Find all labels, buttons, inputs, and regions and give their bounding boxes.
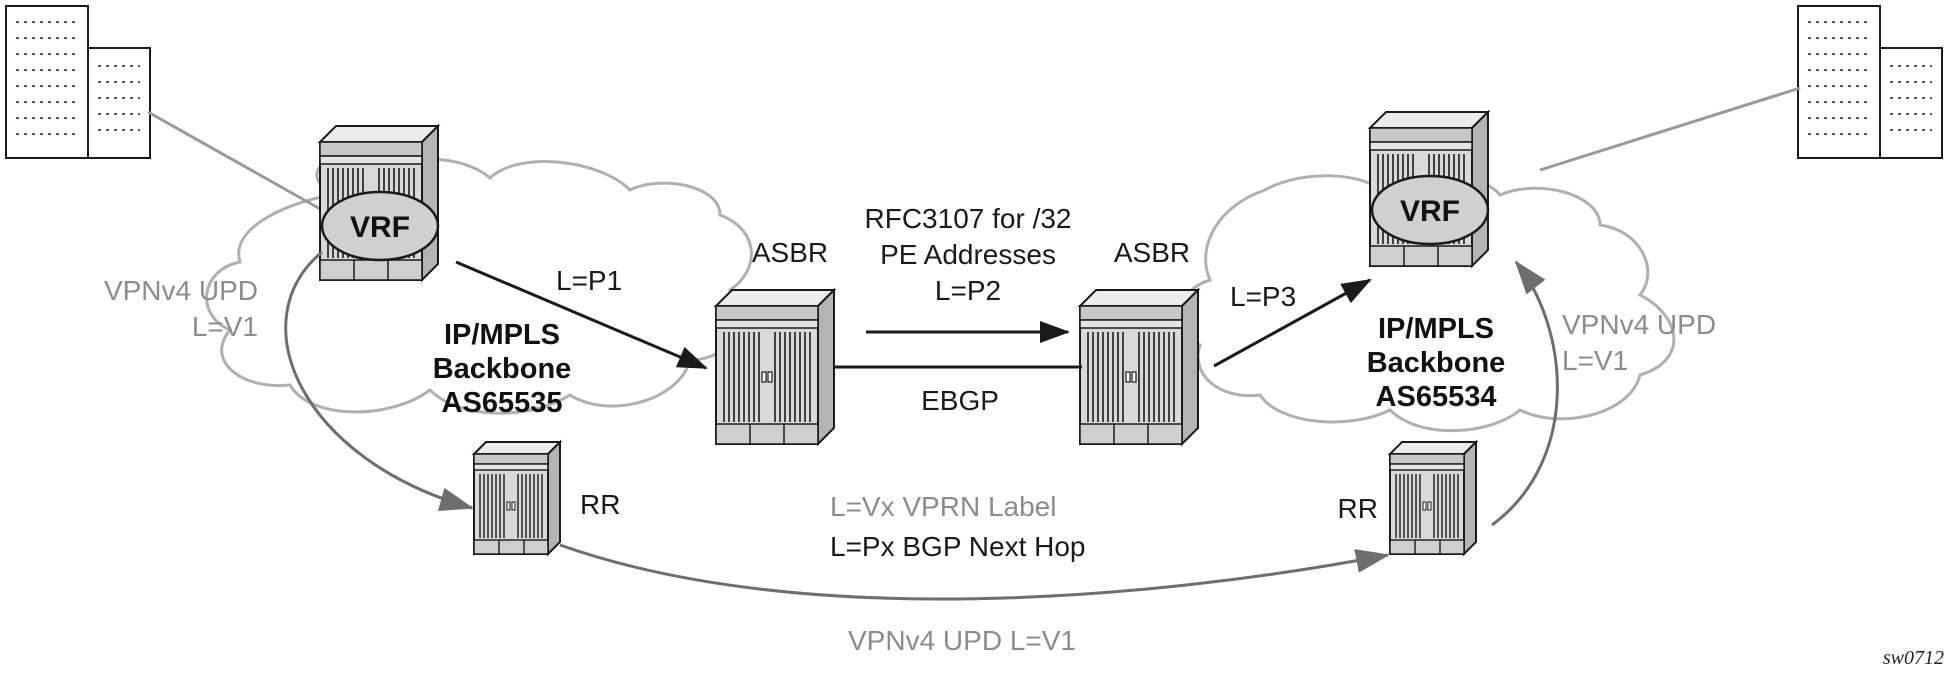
left-site-link bbox=[147, 110, 323, 212]
figure-id: sw0712 bbox=[1883, 647, 1944, 669]
pe-router-left-icon bbox=[319, 125, 440, 281]
vpnv4-bottom-curve bbox=[559, 543, 1390, 601]
customer-site-left-icon bbox=[5, 5, 151, 159]
rfc3107-line2: PE Addresses bbox=[880, 239, 1056, 270]
asbr-right-label: ASBR bbox=[1114, 237, 1190, 268]
label-p1-arrow bbox=[455, 260, 708, 370]
rr-left-icon bbox=[473, 441, 561, 555]
vpnv4-left-curve bbox=[284, 250, 474, 511]
vrf-label-right: VRF bbox=[1400, 195, 1460, 228]
right-backbone-line3: AS65534 bbox=[1376, 381, 1497, 413]
asbr-left-label: ASBR bbox=[752, 237, 828, 268]
asbr-right-icon bbox=[1079, 289, 1199, 445]
vrf-label-left: VRF bbox=[350, 211, 410, 244]
right-site-link bbox=[1539, 86, 1801, 172]
vpnv4-right-curve bbox=[1491, 260, 1559, 527]
label-p1: L=P1 bbox=[556, 265, 622, 296]
rr-right-icon bbox=[1389, 441, 1477, 555]
right-backbone-line2: Backbone bbox=[1367, 347, 1506, 379]
label-p3: L=P3 bbox=[1230, 281, 1296, 312]
left-vpnv4-line2: L=V1 bbox=[192, 311, 258, 342]
legend-vprn-label: L=Vx VPRN Label bbox=[830, 491, 1056, 522]
rfc3107-line3: L=P2 bbox=[935, 275, 1001, 306]
legend-bgp-next-hop: L=Px BGP Next Hop bbox=[830, 531, 1086, 562]
right-backbone-line1: IP/MPLS bbox=[1378, 313, 1494, 345]
left-backbone-line2: Backbone bbox=[433, 353, 572, 385]
bottom-vpnv4-label: VPNv4 UPD L=V1 bbox=[848, 625, 1076, 656]
label-p3-arrow bbox=[1213, 278, 1372, 368]
rr-right-label: RR bbox=[1338, 493, 1378, 524]
left-backbone-line1: IP/MPLS bbox=[444, 319, 560, 351]
asbr-left-icon bbox=[715, 289, 835, 445]
right-vpnv4-line2: L=V1 bbox=[1562, 345, 1628, 376]
pe-router-right-icon bbox=[1369, 111, 1490, 267]
customer-site-right-icon bbox=[1797, 5, 1943, 159]
rr-left-label: RR bbox=[580, 489, 620, 520]
right-vpnv4-line1: VPNv4 UPD bbox=[1562, 309, 1716, 340]
ebgp-label: EBGP bbox=[921, 385, 999, 416]
left-vpnv4-line1: VPNv4 UPD bbox=[104, 275, 258, 306]
left-backbone-line3: AS65535 bbox=[442, 387, 563, 419]
rfc3107-line1: RFC3107 for /32 bbox=[865, 203, 1072, 234]
